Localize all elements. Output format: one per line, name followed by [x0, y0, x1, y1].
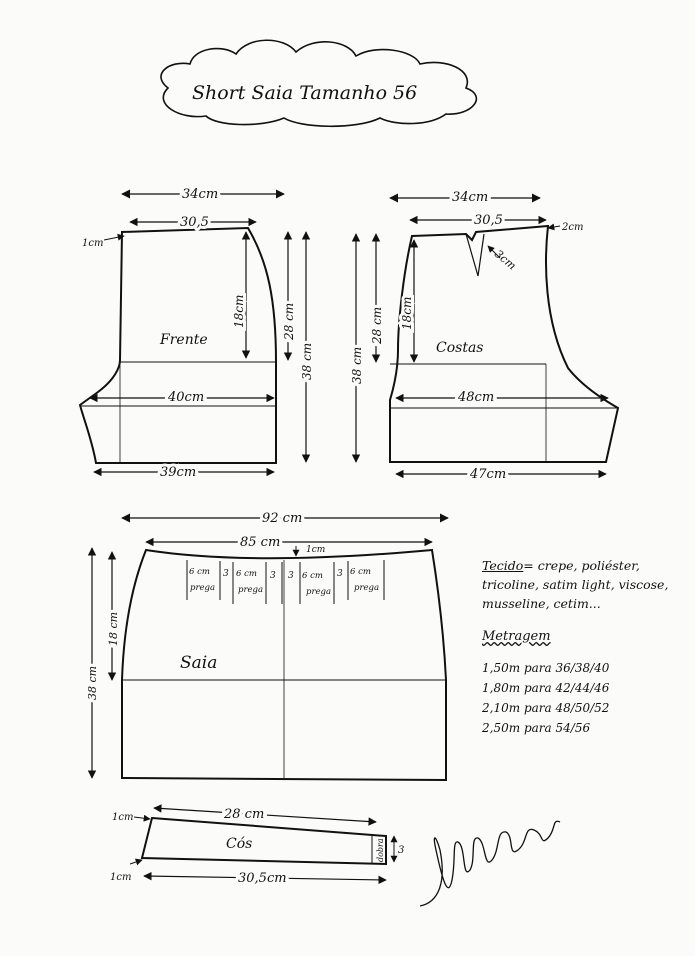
back-hip-depth-label: 18cm: [400, 297, 414, 330]
front-side-height-label: 28 cm: [282, 303, 296, 341]
front-hip-depth-label: 18cm: [232, 295, 246, 328]
back-piece-label: Costas: [436, 340, 483, 356]
back-dart-length-label: 3cm: [492, 247, 518, 272]
waistband-end-drop-top-label: 1cm: [112, 812, 133, 823]
pleat-size-3: 6 cm: [302, 571, 323, 581]
yardage-sizes: 42/44/46: [555, 681, 610, 695]
back-top-width-label: 34cm: [452, 190, 488, 205]
front-dart-drop-label: 1cm: [82, 238, 103, 249]
skirt-piece-label: Saia: [180, 653, 217, 673]
waistband-height-label: 3: [398, 845, 404, 856]
front-piece-label: Frente: [159, 332, 208, 348]
yardage-amount: 1,80m: [482, 681, 521, 695]
waistband-end-drop-bottom-label: 1cm: [110, 872, 131, 883]
yardage-heading: Metragem: [482, 629, 551, 644]
waistband-bottom-length-label: 30,5cm: [238, 871, 287, 886]
pleat-size-1: 6 cm: [189, 567, 210, 577]
front-piece: [78, 226, 277, 464]
yardage-sizes: 48/50/52: [555, 701, 610, 715]
waistband-top-length-label: 28 cm: [223, 807, 264, 822]
back-outline: [389, 224, 620, 463]
signature-drawing: [419, 820, 561, 907]
pleat-size-2: 6 cm: [236, 569, 257, 579]
page-title: Short Saia Tamanho 56: [192, 82, 417, 104]
yardage-amount: 2,50m: [482, 721, 521, 735]
waistband-top-length-arrow: [153, 804, 377, 826]
pleat-gap-4: 3: [337, 569, 343, 579]
front-total-height-label: 38 cm: [300, 343, 314, 380]
pleat-gap-1: 3: [223, 569, 229, 579]
skirt-full-width-label: 92 cm: [262, 511, 302, 526]
yardage-row: 2,50m para 54/56: [482, 718, 687, 738]
pleat-word-2: prega: [238, 585, 263, 595]
waistband-outline: [140, 816, 387, 866]
skirt-hip-depth-label: 18 cm: [107, 612, 120, 646]
yardage-word: para: [523, 661, 552, 675]
yardage-word: para: [523, 701, 552, 715]
yardage-sizes: 54/56: [555, 721, 591, 735]
skirt-outline: [121, 548, 447, 782]
back-total-height-label: 38 cm: [350, 347, 364, 384]
pleat-word-3: prega: [306, 587, 331, 597]
back-side-height-label: 28 cm: [370, 307, 384, 345]
back-hip-width-label: 48cm: [457, 390, 494, 405]
waistband-bottom-length-arrow: [143, 871, 387, 885]
skirt-waist-drop-label: 1cm: [306, 545, 325, 555]
waistband-fold-label: dobra: [376, 838, 385, 862]
yardage-amount: 1,50m: [482, 661, 521, 675]
skirt-pleat-marks: 6 cm prega 3 6 cm prega 3 3 6 cm prega 3…: [186, 560, 385, 604]
front-top-width-label: 34cm: [182, 187, 218, 202]
back-piece: [389, 224, 620, 463]
front-bottom-width-label: 39cm: [160, 465, 196, 480]
waistband-piece: [140, 816, 387, 866]
yardage-row: 1,80m para 42/44/46: [482, 678, 687, 698]
pleat-word-1: prega: [190, 583, 215, 593]
front-waist-width-label: 30,5: [180, 215, 209, 230]
waistband-label: Cós: [226, 836, 252, 852]
yardage-sizes: 36/38/40: [555, 661, 610, 675]
title-cloud: [160, 39, 478, 128]
back-dart: [465, 233, 485, 277]
back-waist-width-label: 30,5: [474, 213, 503, 228]
front-outline: [78, 226, 277, 464]
fabric-yardage-notes: Tecido= crepe, poliéster, tricoline, sat…: [482, 556, 687, 738]
pleat-gap-2: 3: [270, 571, 276, 581]
yardage-row: 1,50m para 36/38/40: [482, 658, 687, 678]
pleat-size-4: 6 cm: [350, 567, 371, 577]
skirt-waist-width-label: 85 cm: [240, 535, 280, 550]
pleat-gap-3: 3: [288, 571, 294, 581]
skirt-piece: [121, 548, 447, 782]
back-bottom-width-label: 47cm: [469, 467, 506, 482]
yardage-word: para: [523, 681, 552, 695]
yardage-row: 2,10m para 48/50/52: [482, 698, 687, 718]
yardage-amount: 2,10m: [482, 701, 521, 715]
yardage-word: para: [523, 721, 552, 735]
front-hip-width-label: 40cm: [167, 390, 204, 405]
fabric-note: Tecido= crepe, poliéster, tricoline, sat…: [482, 556, 687, 613]
back-waist-rise-label: 2cm: [561, 222, 583, 233]
skirt-total-height-label: 38 cm: [86, 666, 99, 700]
pleat-word-4: prega: [354, 583, 379, 593]
fabric-heading: Tecido: [482, 558, 524, 573]
fabric-text: = crepe, poliéster, tricoline, satim lig…: [482, 558, 669, 611]
